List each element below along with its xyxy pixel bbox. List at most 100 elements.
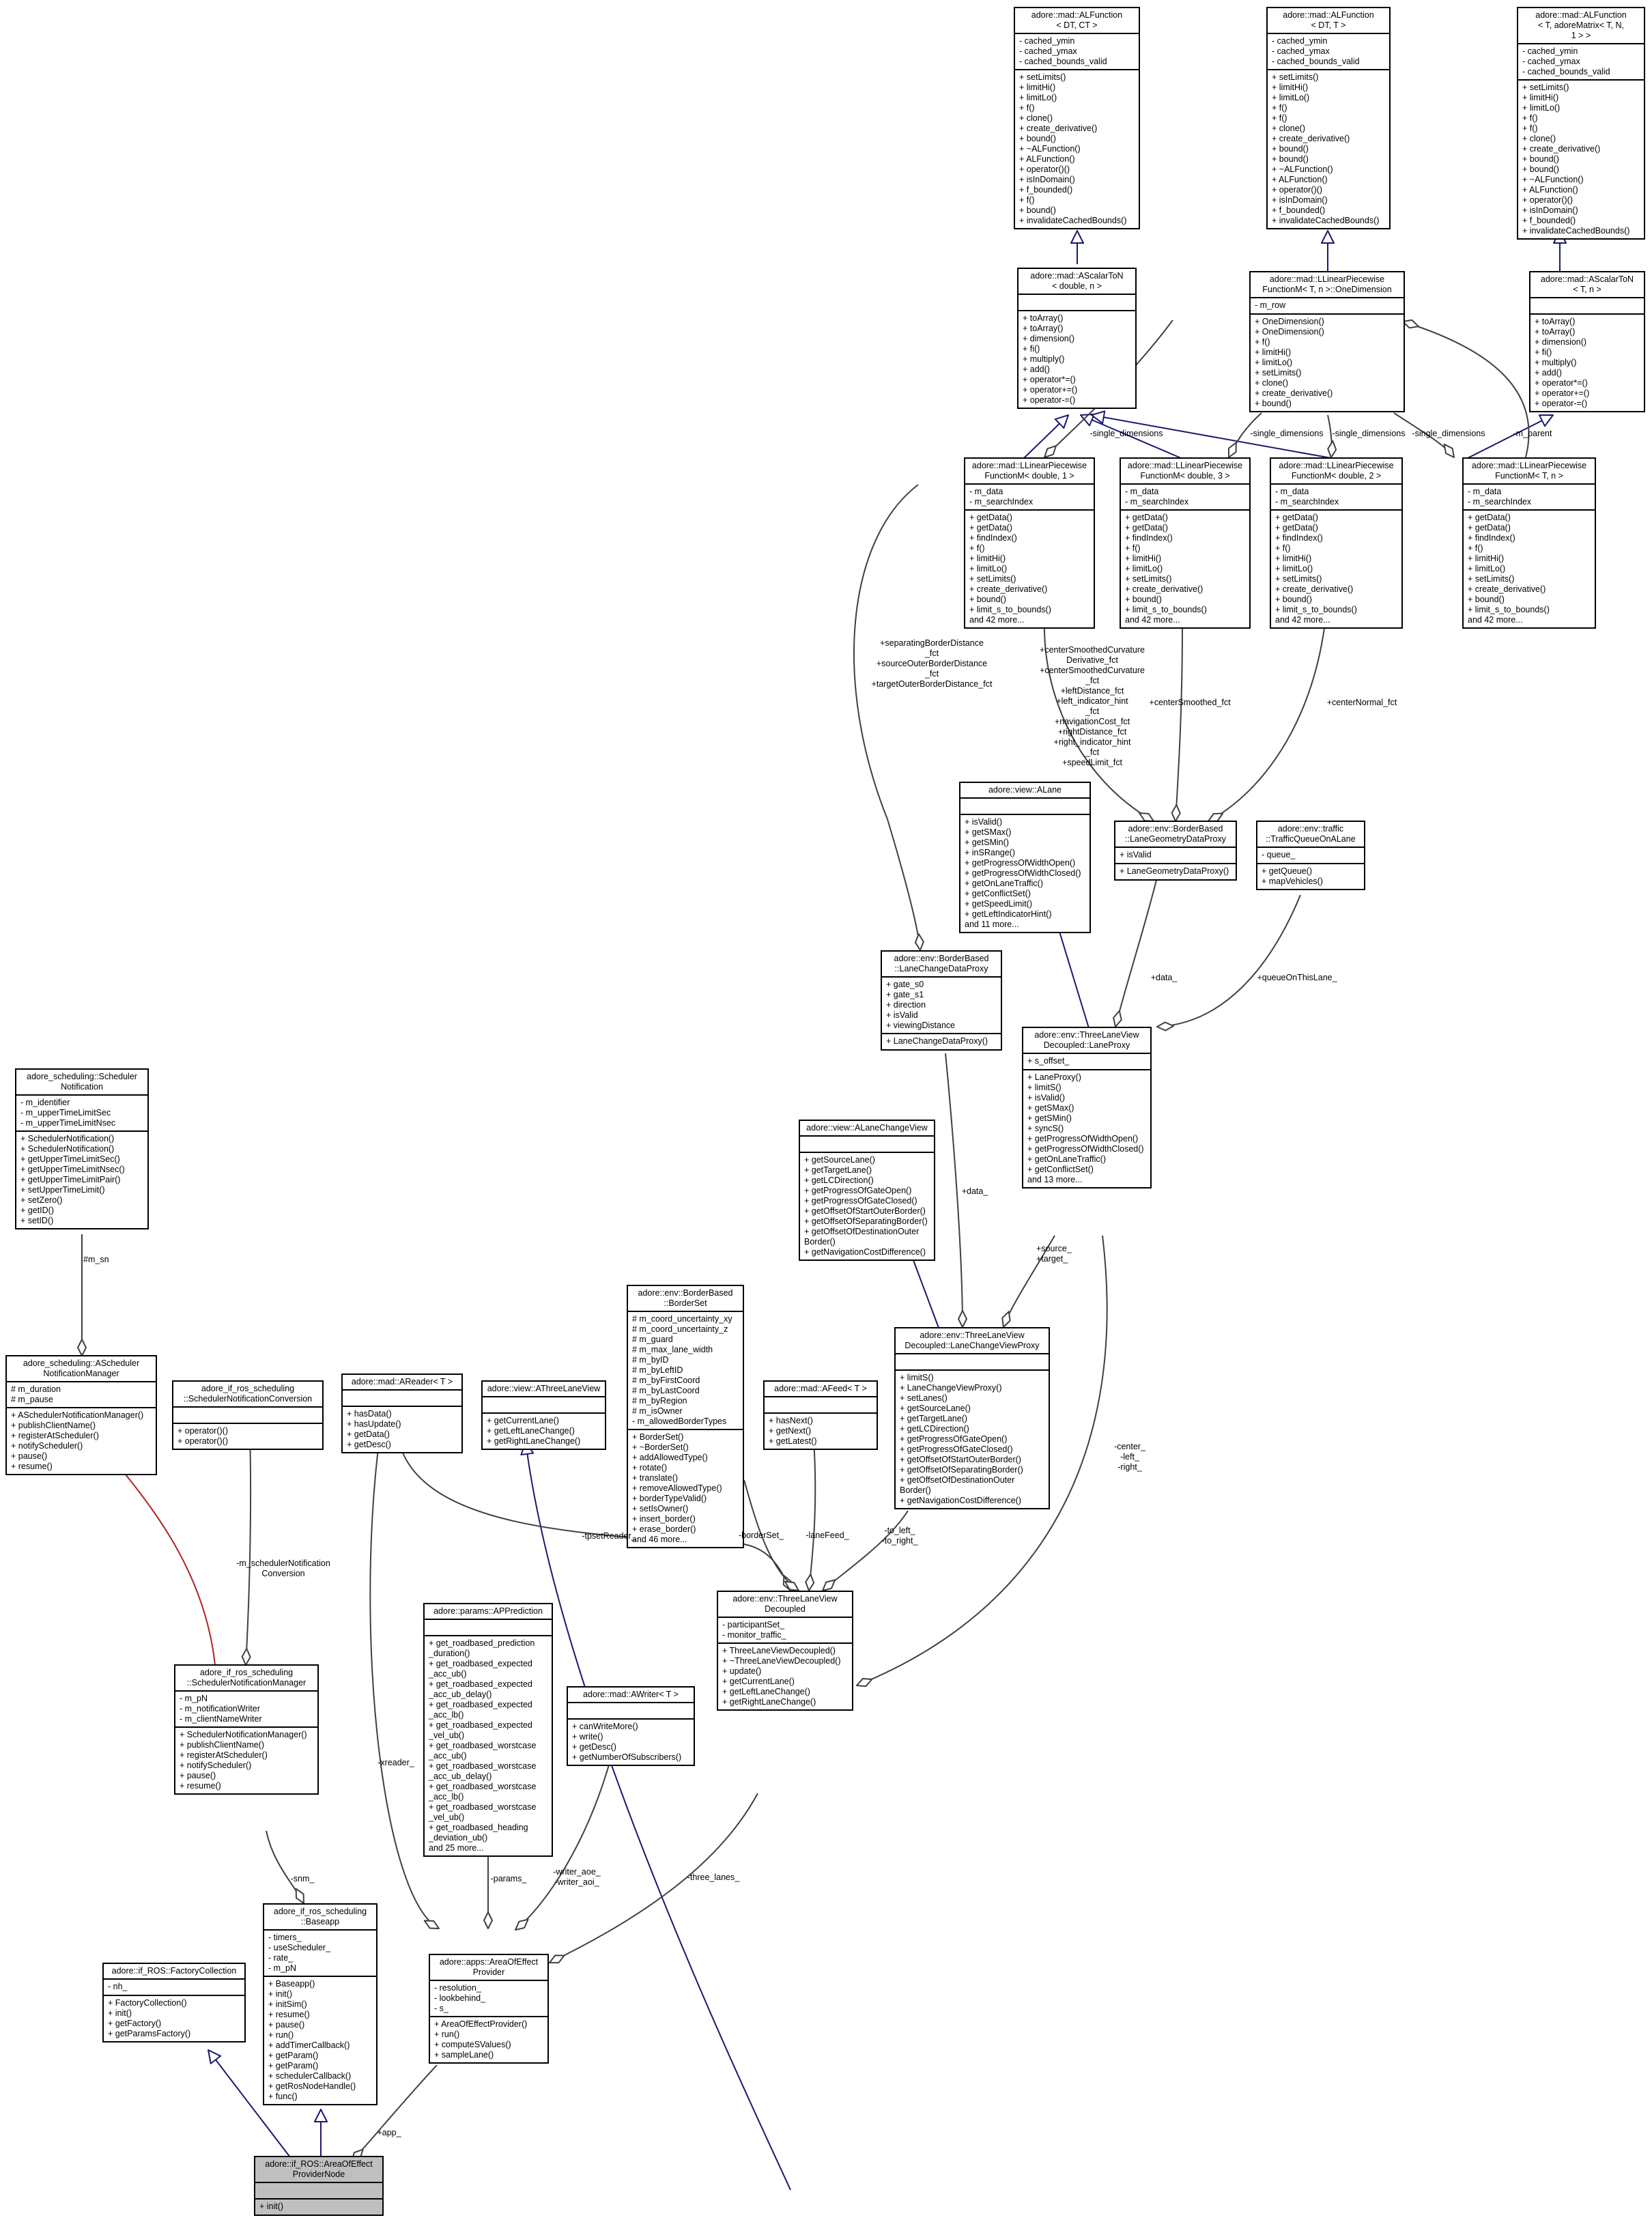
class-title: adore::view::ALane (988, 785, 1062, 795)
class-title: adore::if_ROS::FactoryCollection (111, 1966, 237, 1976)
class-box-lane-geometry-data-proxy[interactable]: adore::env::BorderBased ::LaneGeometryDa… (1114, 821, 1237, 881)
class-box-traffic-queue-on-alane[interactable]: adore::env::traffic ::TrafficQueueOnALan… (1256, 821, 1365, 890)
link-border-set (743, 1479, 799, 1591)
class-title: adore_if_ros_scheduling ::SchedulerNotif… (183, 1384, 313, 1404)
edge-label: -xreader_ (378, 1758, 414, 1767)
class-attributes: - nh_ (104, 1978, 244, 1995)
class-operations: + getData() + getData() + findIndex() + … (1271, 509, 1401, 627)
class-title: adore::mad::LLinearPiecewise FunctionM< … (971, 461, 1087, 481)
class-box-areader[interactable]: adore::mad::AReader< T >+ hasData() + ha… (341, 1374, 463, 1453)
edge-label: -three_lanes_ (687, 1873, 740, 1882)
class-box-border-set[interactable]: adore::env::BorderBased ::BorderSet# m_c… (627, 1285, 744, 1548)
class-operations: + getData() + getData() + findIndex() + … (1464, 509, 1595, 627)
edge-label: +queueOnThisLane_ (1257, 973, 1337, 982)
class-box-athreelaneview[interactable]: adore::view::AThreeLaneView+ getCurrentL… (481, 1380, 606, 1450)
class-attributes: + isValid (1115, 846, 1236, 863)
class-box-alfunction-dt-t[interactable]: adore::mad::ALFunction < DT, T >- cached… (1266, 7, 1391, 229)
class-box-awriter[interactable]: adore::mad::AWriter< T >+ canWriteMore()… (567, 1686, 695, 1766)
class-box-ascheduler-notification-manager[interactable]: adore_scheduling::AScheduler Notificatio… (5, 1355, 157, 1475)
class-operations: + init() (255, 2198, 382, 2215)
class-box-alane[interactable]: adore::view::ALane+ isValid() + getSMax(… (959, 782, 1091, 933)
class-operations: + BorderSet() + ~BorderSet() + addAllowe… (628, 1429, 743, 1547)
class-box-llpf-double-2[interactable]: adore::mad::LLinearPiecewise FunctionM< … (1270, 457, 1403, 629)
edge-label: -m_schedulerNotification Conversion (236, 1559, 330, 1578)
class-title: adore::mad::ALFunction < DT, T > (1283, 10, 1374, 30)
class-operations: + FactoryCollection() + init() + getFact… (104, 1995, 244, 2041)
edge-label: +app_ (377, 2128, 401, 2137)
class-box-threelaneviewdecoupled[interactable]: adore::env::ThreeLaneView Decoupled- par… (717, 1591, 853, 1711)
class-title: adore::env::BorderBased ::LaneChangeData… (894, 954, 989, 973)
class-box-area-of-effect-provider[interactable]: adore::apps::AreaOfEffect Provider- reso… (429, 1954, 549, 2064)
class-box-alfunction-t-matrix[interactable]: adore::mad::ALFunction < T, adoreMatrix<… (1517, 7, 1645, 240)
class-box-lane-change-data-proxy[interactable]: adore::env::BorderBased ::LaneChangeData… (881, 950, 1002, 1051)
class-box-scheduler-notification-manager[interactable]: adore_if_ros_scheduling ::SchedulerNotif… (174, 1664, 319, 1795)
class-operations: + operator()() + operator()() (173, 1423, 322, 1449)
class-operations: + OneDimension() + OneDimension() + f() … (1251, 313, 1404, 411)
class-attributes: - queue_ (1257, 846, 1364, 863)
class-title: adore::mad::AScalarToN < double, n > (1030, 271, 1124, 291)
class-operations: + setLimits() + limitHi() + limitLo() + … (1015, 69, 1139, 228)
class-attributes: - m_data - m_searchIndex (1121, 483, 1249, 509)
link-center-normal (1208, 627, 1325, 821)
class-box-area-of-effect-provider-node[interactable]: adore::if_ROS::AreaOfEffect ProviderNode… (254, 2156, 384, 2216)
class-box-scheduler-notification[interactable]: adore_scheduling::Scheduler Notification… (15, 1068, 149, 1229)
class-box-llpf-t-n[interactable]: adore::mad::LLinearPiecewise FunctionM< … (1462, 457, 1596, 629)
edge-label: -center_ -left_ -right_ (1114, 1442, 1145, 1472)
class-operations: + get_roadbased_prediction _duration() +… (425, 1635, 552, 1855)
link-writer-aoe (515, 1757, 612, 1930)
class-attributes: - cached_ymin - cached_ymax - cached_bou… (1518, 43, 1644, 79)
class-attributes: - m_identifier - m_upperTimeLimitSec - m… (16, 1094, 147, 1130)
class-attributes: - m_data - m_searchIndex (1271, 483, 1401, 509)
class-title: adore::env::ThreeLaneView Decoupled (732, 1594, 838, 1614)
link-xreader (369, 1442, 439, 1929)
class-title: adore::apps::AreaOfEffect Provider (439, 1957, 539, 1977)
link-three-lanes (550, 1793, 758, 1963)
class-operations: + LaneChangeDataProxy() (882, 1033, 1001, 1049)
class-attributes (1530, 297, 1644, 313)
class-box-llpf-double-3[interactable]: adore::mad::LLinearPiecewise FunctionM< … (1120, 457, 1251, 629)
class-box-baseapp[interactable]: adore_if_ros_scheduling ::Baseapp- timer… (263, 1903, 378, 2105)
class-attributes (483, 1396, 605, 1412)
class-attributes: - cached_ymin - cached_ymax - cached_bou… (1268, 33, 1389, 69)
class-box-ascalarton-t-n[interactable]: adore::mad::AScalarToN < T, n >+ toArray… (1529, 271, 1645, 412)
class-operations: + AreaOfEffectProvider() + run() + compu… (430, 2016, 547, 2062)
class-title: adore::mad::LLinearPiecewise FunctionM< … (1262, 274, 1392, 294)
class-box-ascalarton-double-n[interactable]: adore::mad::AScalarToN < double, n >+ to… (1017, 268, 1137, 409)
class-attributes (1019, 294, 1135, 310)
class-box-onedimension[interactable]: adore::mad::LLinearPiecewise FunctionM< … (1249, 271, 1405, 412)
class-attributes: - m_pN - m_notificationWriter - m_client… (175, 1690, 317, 1726)
class-box-afeed[interactable]: adore::mad::AFeed< T >+ hasNext() + getN… (763, 1380, 878, 1450)
class-title: adore::mad::ALFunction < T, adoreMatrix<… (1535, 10, 1627, 40)
edge-label: -m_parent (1513, 429, 1552, 438)
class-operations: + LaneProxy() + limitS() + isValid() + g… (1023, 1069, 1150, 1187)
class-title: adore::env::BorderBased ::LaneGeometryDa… (1125, 824, 1226, 844)
class-box-scheduler-notification-conversion[interactable]: adore_if_ros_scheduling ::SchedulerNotif… (172, 1380, 324, 1450)
edge-label: +data_ (1150, 973, 1178, 982)
class-title: adore::params::APPrediction (433, 1606, 543, 1616)
class-title: adore::mad::ALFunction < DT, CT > (1031, 10, 1123, 30)
link-data-lp (1115, 855, 1163, 1027)
class-box-lane-change-view-proxy[interactable]: adore::env::ThreeLaneView Decoupled::Lan… (894, 1327, 1050, 1509)
class-attributes: - cached_ymin - cached_ymax - cached_bou… (1015, 33, 1139, 69)
class-attributes (173, 1406, 322, 1423)
class-title: adore_scheduling::Scheduler Notification (27, 1072, 137, 1092)
class-title: adore::env::traffic ::TrafficQueueOnALan… (1266, 824, 1356, 844)
class-operations: + isValid() + getSMax() + getSMin() + in… (960, 814, 1090, 932)
class-title: adore_if_ros_scheduling ::Baseapp (273, 1907, 367, 1926)
class-box-alanechangeview[interactable]: adore::view::ALaneChangeView+ getSourceL… (799, 1120, 935, 1261)
class-box-alfunction-dt-ct[interactable]: adore::mad::ALFunction < DT, CT >- cache… (1014, 7, 1140, 229)
class-title: adore::view::AThreeLaneView (487, 1384, 601, 1393)
link-single-dim-4 (1393, 412, 1454, 457)
class-attributes: + gate_s0 + gate_s1 + direction + isVali… (882, 976, 1001, 1033)
link-center-smoothed (1176, 627, 1183, 821)
edge-label: -single_dimensions (1412, 429, 1485, 438)
class-operations: + limitS() + LaneChangeViewProxy() + set… (896, 1369, 1049, 1508)
class-operations: + setLimits() + limitHi() + limitLo() + … (1268, 69, 1389, 228)
class-box-lane-proxy[interactable]: adore::env::ThreeLaneView Decoupled::Lan… (1022, 1027, 1152, 1189)
class-operations: + toArray() + toArray() + dimension() + … (1530, 313, 1644, 411)
class-attributes (425, 1619, 552, 1635)
class-box-llpf-double-1[interactable]: adore::mad::LLinearPiecewise FunctionM< … (964, 457, 1095, 629)
class-box-apprediction[interactable]: adore::params::APPrediction+ get_roadbas… (423, 1603, 553, 1857)
class-box-factory-collection[interactable]: adore::if_ROS::FactoryCollection- nh_+ F… (102, 1963, 246, 2043)
class-operations: + getQueue() + mapVehicles() (1257, 863, 1364, 889)
